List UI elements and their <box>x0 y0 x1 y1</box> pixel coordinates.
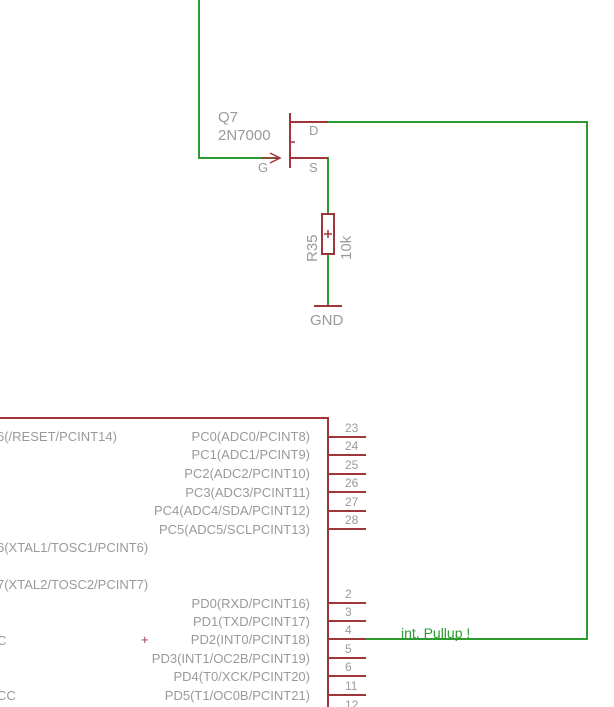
pin-name: PD2(INT0/PCINT18) <box>191 632 310 647</box>
pin-number: 3 <box>345 605 352 619</box>
resistor-r35[interactable]: R35 10k <box>304 213 355 262</box>
pin-name: PC4(ADC4/SDA/PCINT12) <box>154 503 310 518</box>
pin-number: 2 <box>345 587 352 601</box>
pin-number: 23 <box>345 421 359 435</box>
pin-number: 25 <box>345 458 359 472</box>
mcu-outline <box>0 417 329 707</box>
pin-name: PC3(ADC3/PCINT11) <box>185 485 310 500</box>
pin-name: PC2(ADC2/PCINT10) <box>184 466 310 481</box>
resistor-body <box>321 213 335 255</box>
mcu-left-pin-label: 6(/RESET/PCINT14) <box>0 429 117 444</box>
pin-number: 24 <box>345 439 359 453</box>
pin-number: 6 <box>345 660 352 674</box>
mcu-left-pin-label: C <box>0 633 6 648</box>
mcu-left-pin-label: CC <box>0 688 16 703</box>
transistor-ref: Q7 <box>218 109 238 126</box>
pin-name: PD1(TXD/PCINT17) <box>193 614 310 629</box>
resistor-ref: R35 <box>304 234 321 262</box>
transistor-value: 2N7000 <box>218 127 271 144</box>
transistor-pin-source: S <box>309 160 318 175</box>
transistor-q7[interactable]: Q7 2N7000 G S D <box>218 109 328 175</box>
pin-name: PC5(ADC5/SCLPCINT13) <box>159 522 310 537</box>
mcu-origin-mark: + <box>141 632 149 647</box>
net-label-pullup[interactable]: int. Pullup ! <box>401 625 470 641</box>
gate-wire <box>198 0 280 159</box>
drain-net-wire <box>328 121 588 640</box>
mcu-right-pins: PC0(ADC0/PCINT8) 23 PC1(ADC1/PCINT9) 24 … <box>152 421 366 707</box>
pin-number: 27 <box>345 495 359 509</box>
pin-number: 28 <box>345 513 359 527</box>
pin-name: PD5(T1/OC0B/PCINT21) <box>165 688 310 703</box>
ground-label: GND <box>310 312 344 329</box>
pin-number: 5 <box>345 642 352 656</box>
pin-name: PD0(RXD/PCINT16) <box>192 596 310 611</box>
pin-number: 11 <box>345 679 358 693</box>
mcu-left-pin-label: 7(XTAL2/TOSC2/PCINT7) <box>0 577 148 592</box>
transistor-pin-drain: D <box>309 123 318 138</box>
mcu-symbol[interactable]: + 6(/RESET/PCINT14) 6(XTAL1/TOSC1/PCINT6… <box>0 417 366 707</box>
pin-name: PD4(T0/XCK/PCINT20) <box>173 669 310 684</box>
wires <box>198 0 588 640</box>
ground-symbol: GND <box>310 305 344 329</box>
pin-number: 12 <box>345 698 359 707</box>
pin-name: PC0(ADC0/PCINT8) <box>192 429 310 444</box>
transistor-pin-gate: G <box>258 160 268 175</box>
pin-number: 26 <box>345 476 359 490</box>
pin-name: PD3(INT1/OC2B/PCINT19) <box>152 651 310 666</box>
pin-name: PC1(ADC1/PCINT9) <box>192 447 310 462</box>
pin-number: 4 <box>345 623 352 637</box>
mcu-left-pin-label: 6(XTAL1/TOSC1/PCINT6) <box>0 540 148 555</box>
resistor-value: 10k <box>338 235 355 260</box>
transistor-gate-arrow <box>269 152 282 164</box>
